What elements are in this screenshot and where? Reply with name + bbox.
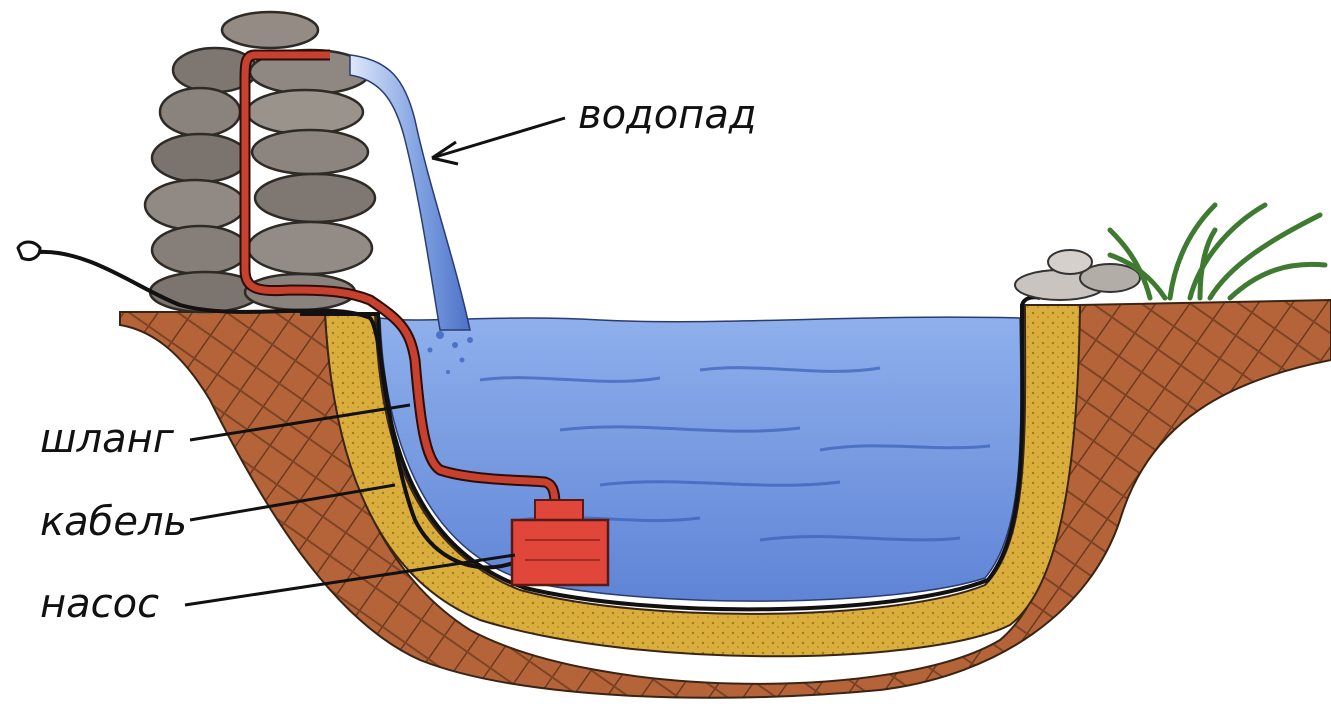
label-pump: насос [40, 581, 159, 627]
pond-water [380, 317, 1021, 601]
leader-waterfall [432, 118, 565, 158]
grass [1110, 205, 1325, 298]
label-cable: кабель [40, 499, 187, 545]
plug-icon [18, 242, 40, 260]
label-hose: шланг [40, 416, 175, 462]
label-waterfall: водопад [578, 92, 757, 138]
